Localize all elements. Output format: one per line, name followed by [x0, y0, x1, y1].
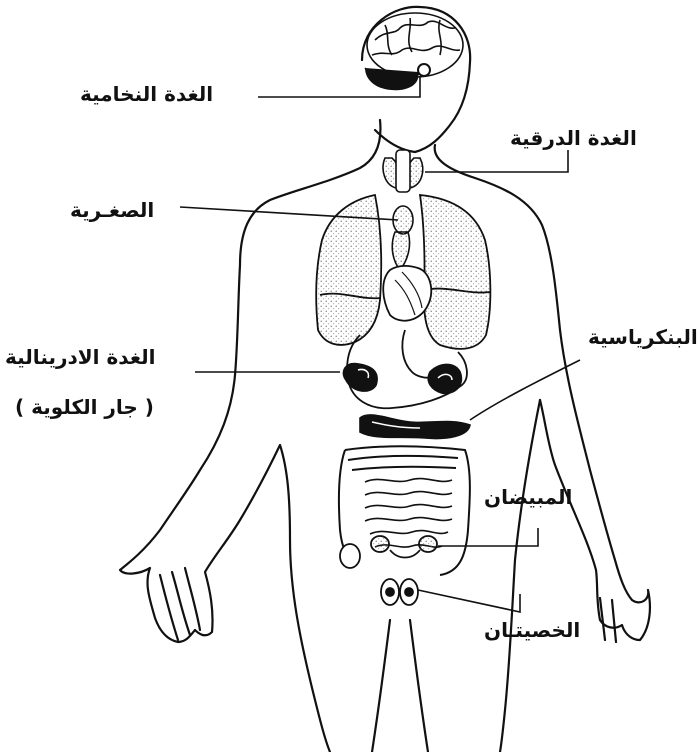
thyroid-leader — [425, 150, 568, 172]
label-adrenal: الغدة الادرينالية — [5, 347, 156, 367]
pituitary-gland — [418, 64, 430, 76]
label-thyroid: الغدة الدرقية — [510, 128, 637, 148]
pancreas-leader — [470, 360, 580, 420]
thymus-gland — [392, 206, 413, 270]
label-testes: الخصيتـان — [484, 620, 580, 640]
thyroid-gland — [383, 150, 423, 192]
pancreas — [360, 415, 470, 439]
label-ovaries: المبيضان — [484, 487, 572, 507]
label-adrenal-note: ( جار الكلوية ) — [15, 397, 154, 417]
testes-leader — [418, 590, 520, 612]
adrenal-glands — [343, 364, 461, 394]
label-thymus: الصغـرية — [70, 200, 154, 220]
ovaries-leader — [438, 528, 538, 546]
testes — [381, 579, 418, 605]
heart — [383, 266, 431, 321]
brain — [365, 13, 463, 78]
label-pancreas: البنكرياسية — [588, 327, 698, 347]
ovaries — [340, 536, 437, 568]
label-pituitary: الغدة النخامية — [80, 84, 213, 104]
